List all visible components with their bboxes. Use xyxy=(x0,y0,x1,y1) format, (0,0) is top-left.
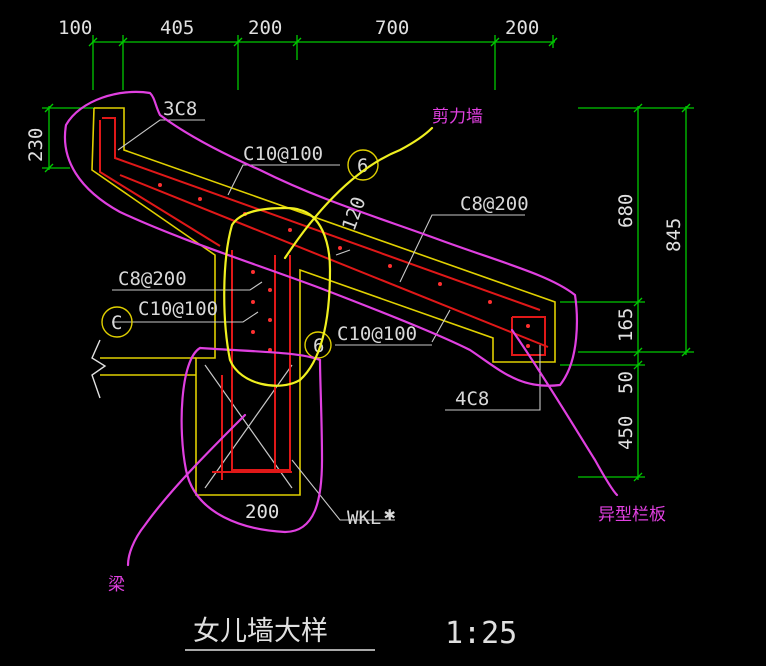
drawing-scale: 1:25 xyxy=(445,616,517,651)
leader-lines xyxy=(112,119,541,521)
dim-bottom-200: 200 xyxy=(245,501,279,523)
beam-mark: ✱ xyxy=(384,503,395,525)
drawing-title: 女儿墙大样 xyxy=(193,616,328,647)
rebar-label-4c8: 4C8 xyxy=(455,388,489,410)
break-symbol xyxy=(91,339,107,399)
concrete-outline xyxy=(91,107,556,496)
annotation-shear-wall: 剪力墙 xyxy=(432,107,483,127)
rebar-label-wall-vert: C10@100 xyxy=(138,298,218,320)
dim-left-230: 230 xyxy=(25,128,47,162)
axis-circles xyxy=(101,149,379,359)
right-dimension-chain xyxy=(560,103,694,482)
dim-right-680: 680 xyxy=(615,194,637,228)
dim-right-450: 450 xyxy=(615,416,637,450)
dim-right-165: 165 xyxy=(615,308,637,342)
axis-label-6a: 6 xyxy=(313,335,324,357)
rebar-label-3c8: 3C8 xyxy=(163,98,197,120)
beam-label: WKL xyxy=(347,507,381,529)
dim-top-405: 405 xyxy=(160,17,194,39)
dim-top-200: 200 xyxy=(248,17,282,39)
annotation-special-parapet: 异型栏板 xyxy=(598,505,666,525)
rebar-label-wall-horiz: C8@200 xyxy=(118,268,187,290)
annotation-stroke-yellow xyxy=(223,126,434,387)
dim-top-100: 100 xyxy=(58,17,92,39)
rebar xyxy=(99,117,549,480)
dim-top-200b: 200 xyxy=(505,17,539,39)
dim-right-845: 845 xyxy=(663,218,685,252)
dim-top-700: 700 xyxy=(375,17,409,39)
axis-label-c: C xyxy=(111,312,122,334)
rebar-label-slab-top: C10@100 xyxy=(243,143,323,165)
dim-right-50: 50 xyxy=(615,371,637,394)
rebar-label-slab-dist: C8@200 xyxy=(460,193,529,215)
annotation-strokes-magenta xyxy=(63,90,619,567)
annotation-beam: 梁 xyxy=(108,575,125,595)
left-dimension xyxy=(42,103,100,173)
axis-label-6b: 6 xyxy=(357,155,368,177)
rebar-label-slab-bottom: C10@100 xyxy=(337,323,417,345)
top-dimension-chain xyxy=(88,35,558,90)
